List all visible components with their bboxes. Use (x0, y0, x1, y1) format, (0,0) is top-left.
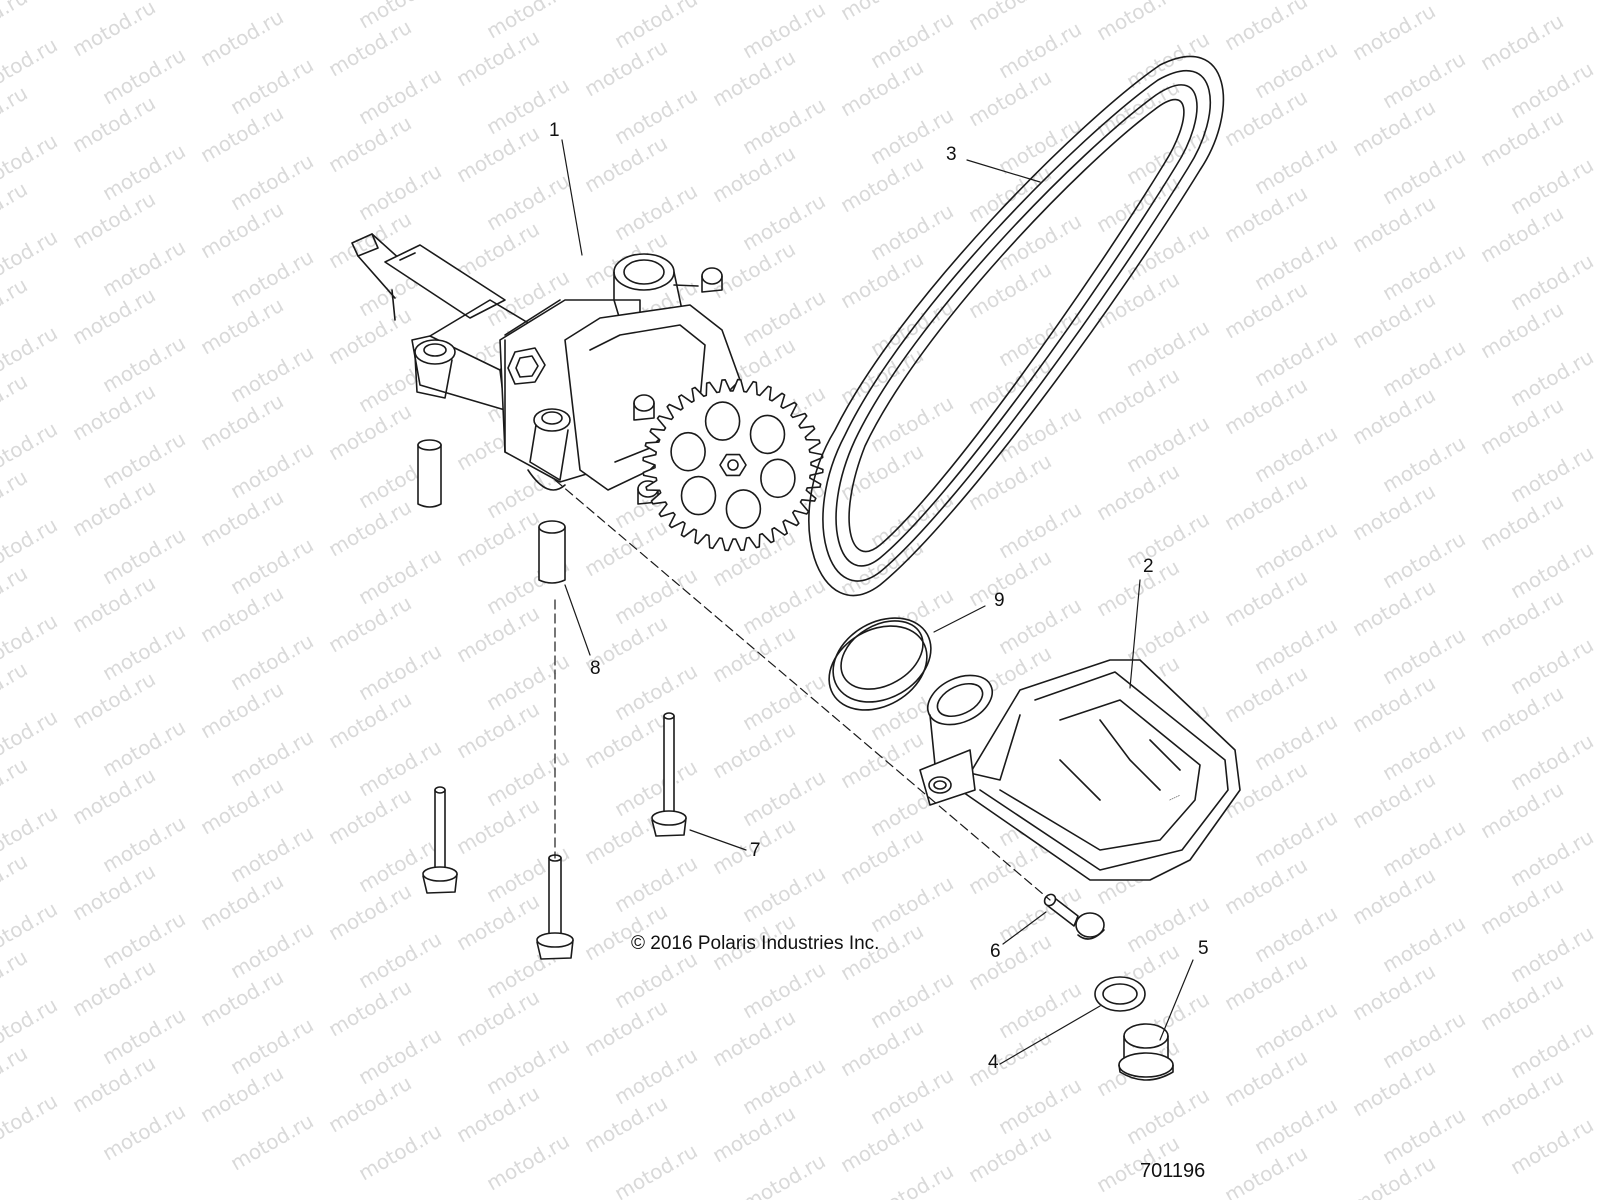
bolt-part-7 (651, 712, 687, 837)
screw-part-6 (1043, 893, 1105, 940)
oil-pump-assembly (351, 233, 741, 508)
dowel-pin-part-8 (538, 520, 566, 584)
copyright-notice: © 2016 Polaris Industries Inc. (631, 933, 880, 954)
callout-2: 2 (1143, 556, 1154, 577)
sprocket-hole (749, 414, 786, 455)
bolt-center (536, 854, 574, 960)
sprocket-hole (670, 431, 706, 472)
sprocket-hole (725, 489, 762, 529)
leader-lines (561, 139, 1194, 1065)
sealing-washer (1094, 976, 1146, 1012)
sprocket-hole (704, 401, 741, 441)
oil-pickup-screen: ----- (919, 659, 1241, 881)
sprocket-hub-center (727, 459, 739, 471)
callout-8: 8 (590, 658, 601, 679)
callout-4: 4 (988, 1052, 999, 1073)
callout-3: 3 (946, 144, 957, 165)
sprocket-hub-nut (719, 453, 747, 477)
sprocket-hole (680, 475, 717, 516)
callout-6: 6 (990, 941, 1001, 962)
figure-number: 701196 (1140, 1160, 1206, 1182)
seal-ring (828, 617, 932, 711)
pump-sprocket (642, 378, 824, 552)
drive-belt (808, 55, 1225, 597)
sprocket-hole (760, 458, 796, 499)
bolt-left (422, 786, 458, 894)
svg-text:-----: ----- (1168, 792, 1182, 804)
callout-9: 9 (994, 590, 1005, 611)
drain-plug (1118, 1023, 1174, 1081)
assembly-lines (554, 479, 1051, 901)
callout-1: 1 (549, 120, 560, 141)
callout-5: 5 (1198, 938, 1209, 959)
callout-7: 7 (750, 840, 761, 861)
